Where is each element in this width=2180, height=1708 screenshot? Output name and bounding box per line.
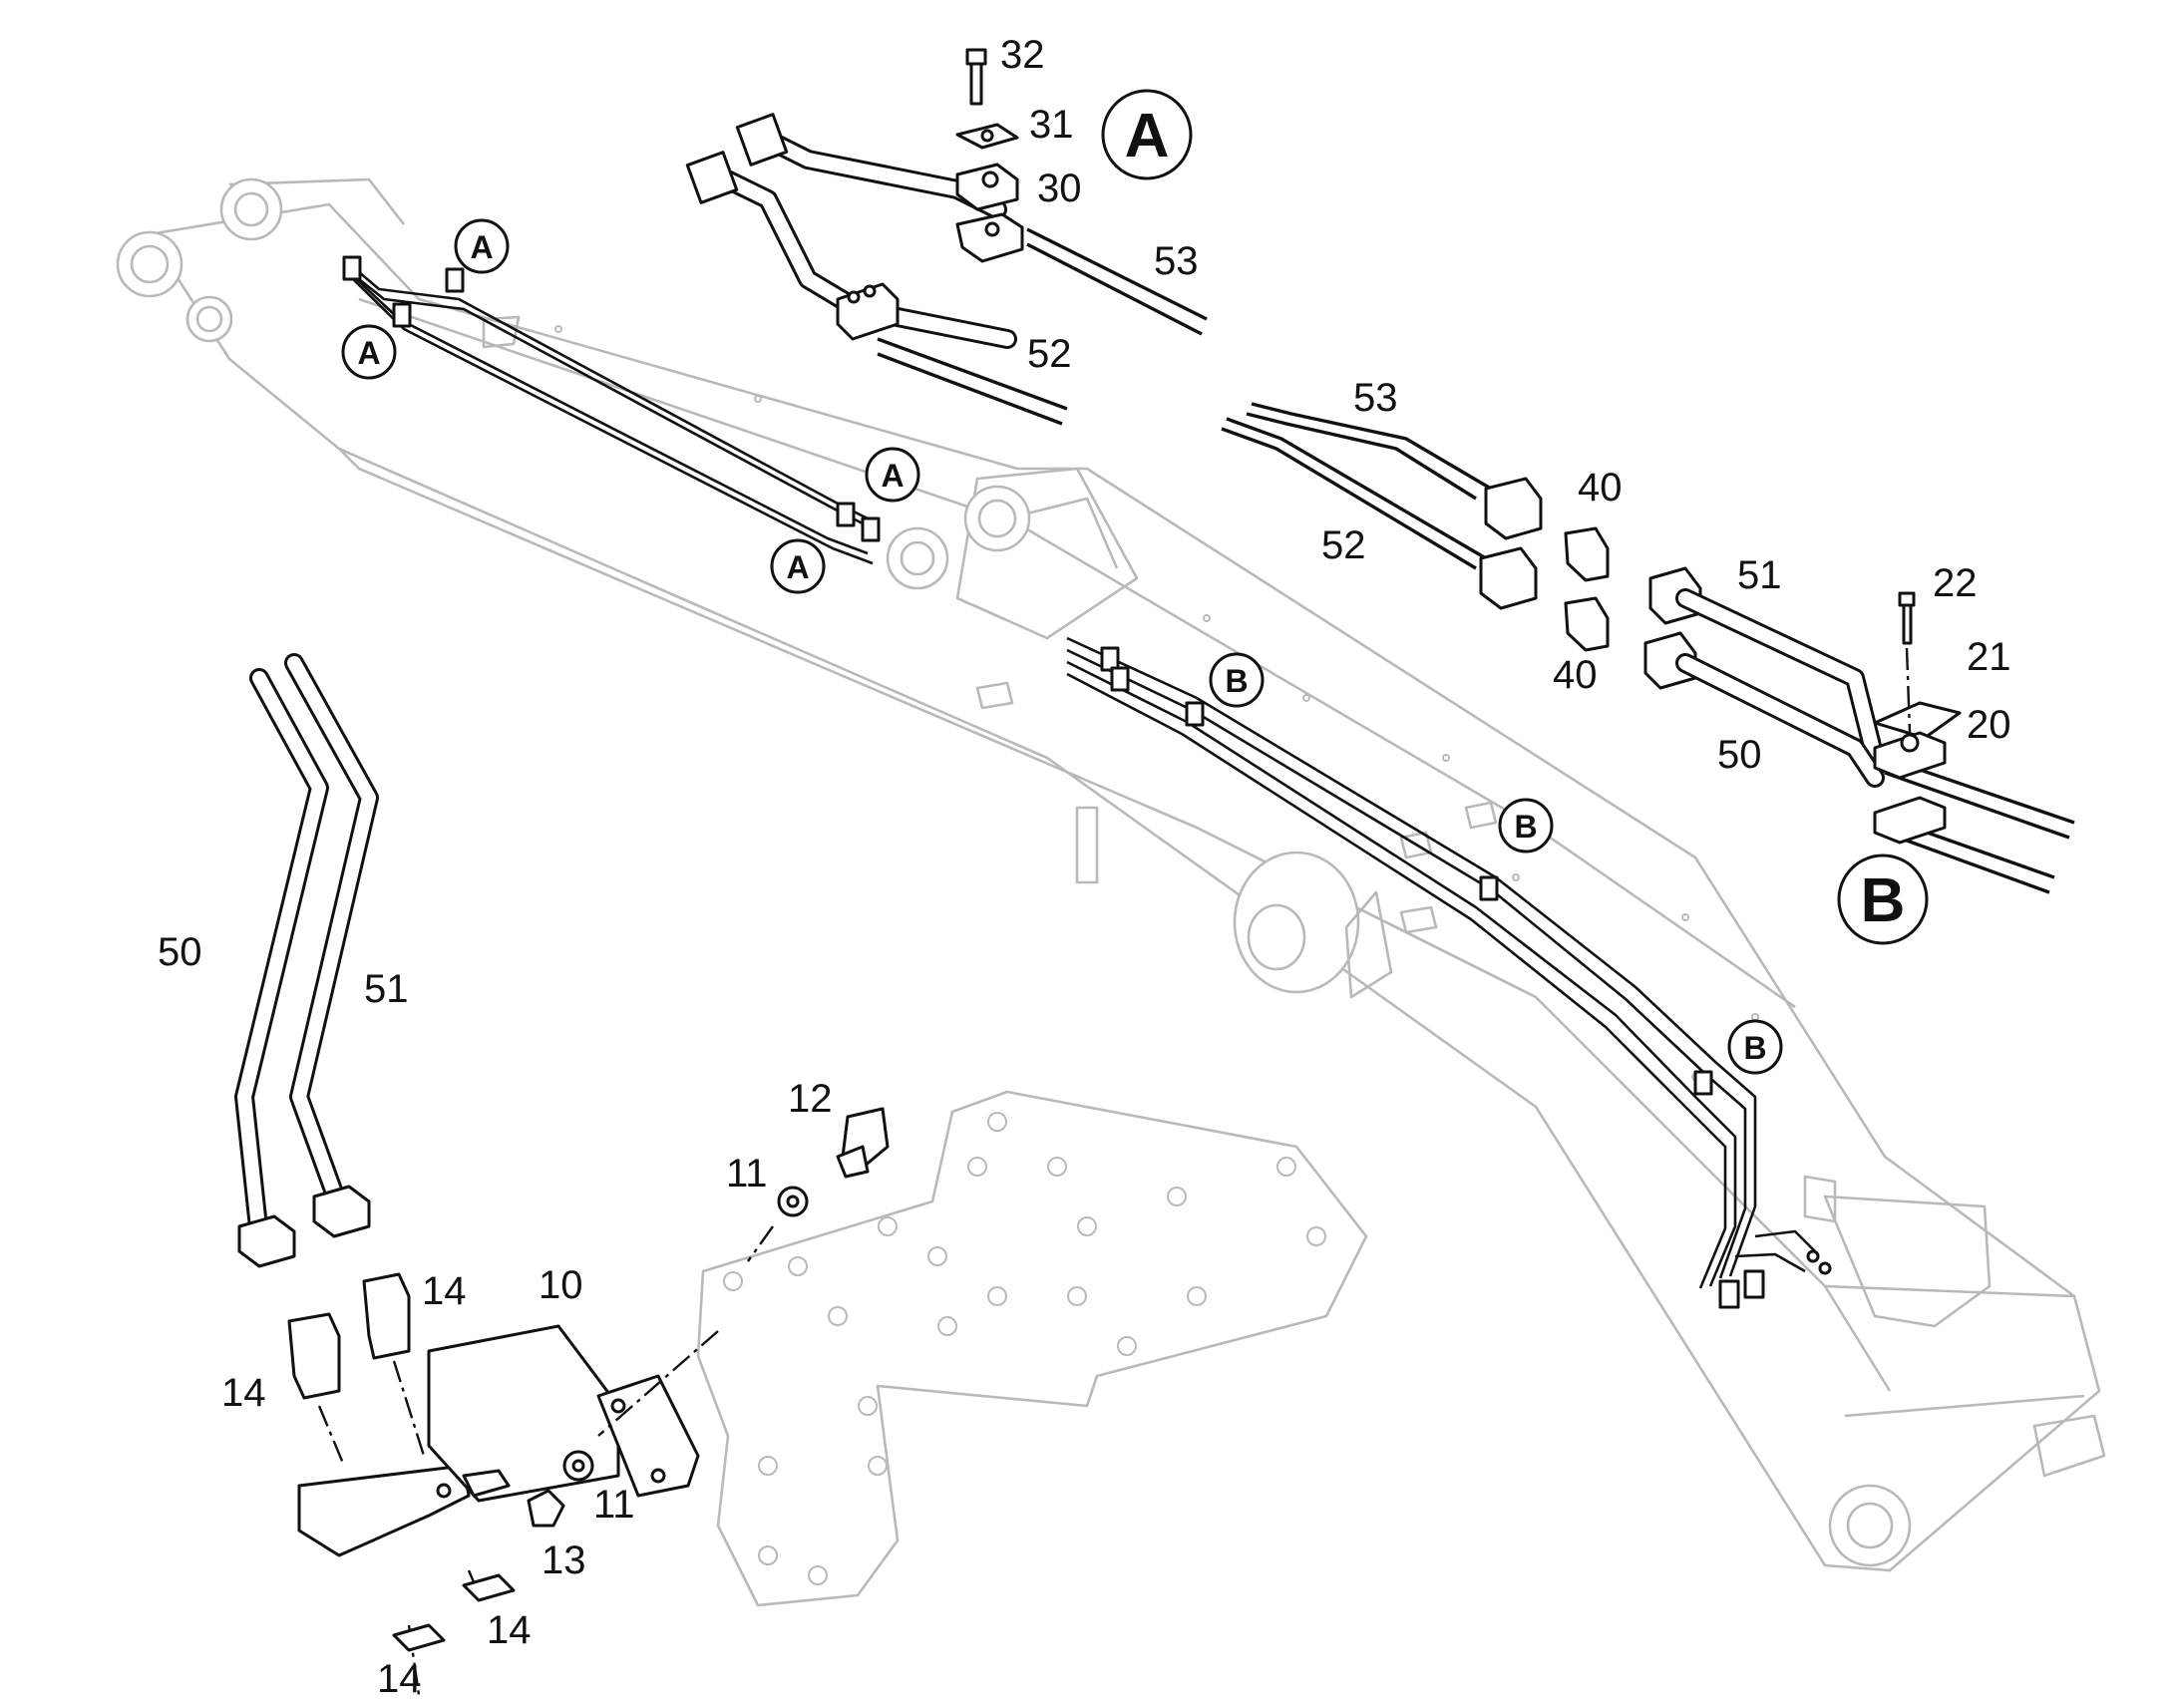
part-number-labels: 32 31 30 53 52 53 52 40 40 51 50 22 21 2… — [158, 33, 2011, 1701]
mounting-plate-outline — [696, 1090, 1368, 1607]
label-51-left: 51 — [364, 967, 409, 1011]
label-52-mid: 52 — [1321, 523, 1366, 567]
label-32: 32 — [1000, 33, 1045, 77]
label-14-a: 14 — [422, 1269, 467, 1313]
label-52-top: 52 — [1027, 332, 1072, 376]
label-53-top: 53 — [1154, 239, 1199, 283]
label-10: 10 — [539, 1263, 583, 1307]
label-14-d: 14 — [377, 1657, 422, 1701]
label-50-left: 50 — [158, 930, 202, 974]
callout-markers: A B A A A A B B B — [341, 89, 1929, 1075]
label-14-b: 14 — [221, 1371, 266, 1415]
label-53-mid: 53 — [1353, 376, 1398, 420]
a-marker-3: A — [865, 447, 920, 503]
label-31: 31 — [1029, 103, 1074, 147]
lower-left-hoses — [234, 653, 890, 1696]
detail-a-hoses — [685, 48, 1208, 426]
svg-text:A: A — [881, 458, 904, 494]
view-a-callout: A — [1101, 89, 1193, 180]
label-50-right: 50 — [1717, 733, 1762, 777]
svg-text:B: B — [1861, 866, 1906, 935]
svg-text:A: A — [1125, 102, 1170, 171]
label-30: 30 — [1037, 167, 1082, 210]
b-marker-1: B — [1209, 652, 1265, 708]
svg-text:A: A — [357, 335, 380, 371]
boom-outline — [116, 177, 2106, 1572]
detail-b-hoses — [1221, 402, 2075, 894]
svg-text:B: B — [1743, 1030, 1766, 1066]
a-marker-1: A — [454, 218, 510, 274]
label-40-bot: 40 — [1553, 653, 1598, 697]
label-51-right: 51 — [1737, 553, 1782, 597]
boom-pipe-run — [342, 255, 1832, 1309]
label-20: 20 — [1967, 703, 2011, 747]
label-21: 21 — [1967, 635, 2011, 679]
svg-text:B: B — [1225, 663, 1248, 699]
svg-text:B: B — [1514, 809, 1537, 845]
label-11-bot: 11 — [593, 1483, 635, 1527]
a-marker-2: A — [341, 324, 397, 380]
view-b-callout: B — [1837, 854, 1929, 945]
label-13: 13 — [542, 1538, 586, 1582]
svg-text:A: A — [470, 229, 493, 265]
a-marker-4: A — [770, 538, 826, 594]
label-11-top: 11 — [726, 1152, 768, 1196]
label-12: 12 — [788, 1077, 833, 1121]
b-marker-3: B — [1727, 1019, 1783, 1075]
svg-text:A: A — [786, 549, 809, 585]
label-22: 22 — [1933, 561, 1978, 605]
b-marker-2: B — [1498, 798, 1554, 854]
label-40-top: 40 — [1578, 466, 1623, 510]
label-14-c: 14 — [487, 1608, 532, 1652]
